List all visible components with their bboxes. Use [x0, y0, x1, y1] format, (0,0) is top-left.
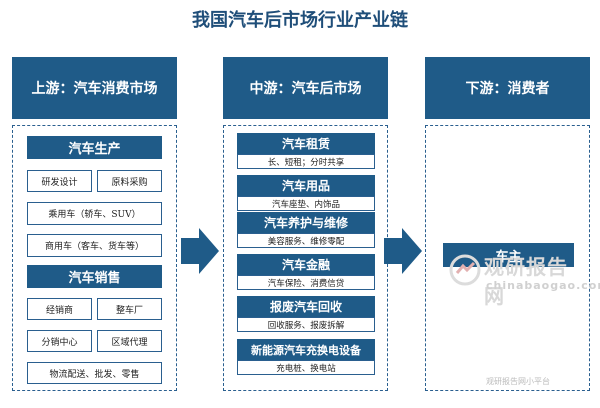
arrow-right-icon: [384, 228, 422, 274]
watermark-logo-icon: [449, 254, 481, 286]
downstream-box: [425, 125, 590, 391]
production-title: 汽车生产: [68, 142, 121, 157]
mid-item-finance: 汽车金融 汽车保险、消费信贷: [237, 254, 375, 290]
arrow-right-icon: [181, 228, 219, 274]
mid-item-title: 汽车金融: [237, 254, 375, 275]
watermark: 观研报告网 chinabaogao.com: [448, 251, 600, 308]
sales-title: 汽车销售: [68, 271, 121, 286]
mid-item-maintenance: 汽车养护与维修 美容服务、维修零配: [237, 212, 375, 248]
logistics-retail-cell: 物流配送、批发、零售: [27, 362, 162, 384]
raw-material-label: 原料采购: [111, 177, 148, 188]
mid-item-sub: 充电桩、换电站: [237, 360, 375, 375]
corner-watermark: 观研报告网小平台: [486, 377, 550, 386]
downstream-header: 下游：消费者: [425, 57, 590, 119]
regional-agent-label: 区域代理: [111, 337, 148, 348]
consumer-label: 车主: [495, 249, 522, 265]
commercial-vehicle-label: 商用车（客车、货车等）: [44, 242, 144, 252]
downstream-header-label: 下游：消费者: [465, 81, 550, 97]
distribution-center-label: 分销中心: [41, 337, 78, 348]
dealer-label: 经销商: [45, 305, 73, 316]
regional-agent-cell: 区域代理: [97, 330, 162, 352]
mid-item-rental: 汽车租赁 长、短租；分时共享: [237, 133, 375, 169]
oem-cell: 整车厂: [97, 298, 162, 320]
mid-item-title: 汽车用品: [237, 175, 375, 196]
rd-design-label: 研发设计: [41, 177, 78, 188]
dealer-cell: 经销商: [27, 298, 92, 320]
watermark-name: 观研报告网: [484, 255, 568, 308]
upstream-header-label: 上游：汽车消费市场: [31, 81, 158, 97]
mid-item-sub: 汽车座垫、内饰品: [237, 196, 375, 211]
midstream-header-label: 中游：汽车后市场: [249, 81, 362, 97]
mid-item-sub: 长、短租；分时共享: [237, 154, 375, 169]
sales-header: 汽车销售: [27, 265, 162, 288]
mid-item-recycling: 报废汽车回收 回收服务、报废拆解: [237, 296, 375, 332]
mid-item-charging: 新能源汽车充换电设备 充电桩、换电站: [237, 339, 375, 375]
midstream-header: 中游：汽车后市场: [223, 57, 388, 119]
oem-label: 整车厂: [115, 305, 143, 316]
page-title: 我国汽车后市场行业产业链: [192, 10, 408, 31]
mid-item-accessories: 汽车用品 汽车座垫、内饰品: [237, 175, 375, 211]
upstream-box: [12, 125, 177, 391]
mid-item-title: 汽车养护与维修: [237, 212, 375, 233]
mid-item-sub: 美容服务、维修零配: [237, 233, 375, 248]
upstream-header: 上游：汽车消费市场: [12, 57, 177, 119]
watermark-url: chinabaogao.com: [486, 279, 600, 292]
production-header: 汽车生产: [27, 136, 162, 159]
mid-item-sub: 汽车保险、消费信贷: [237, 275, 375, 290]
raw-material-cell: 原料采购: [97, 170, 162, 192]
mid-item-title: 汽车租赁: [237, 133, 375, 154]
mid-item-title: 报废汽车回收: [237, 296, 375, 317]
mid-item-sub: 回收服务、报废拆解: [237, 317, 375, 332]
rd-design-cell: 研发设计: [27, 170, 92, 192]
distribution-center-cell: 分销中心: [27, 330, 92, 352]
commercial-vehicle-cell: 商用车（客车、货车等）: [27, 234, 162, 257]
passenger-car-cell: 乘用车（轿车、SUV）: [27, 202, 162, 225]
logistics-retail-label: 物流配送、批发、零售: [49, 369, 140, 380]
mid-item-title: 新能源汽车充换电设备: [237, 339, 375, 360]
passenger-car-label: 乘用车（轿车、SUV）: [48, 210, 141, 220]
